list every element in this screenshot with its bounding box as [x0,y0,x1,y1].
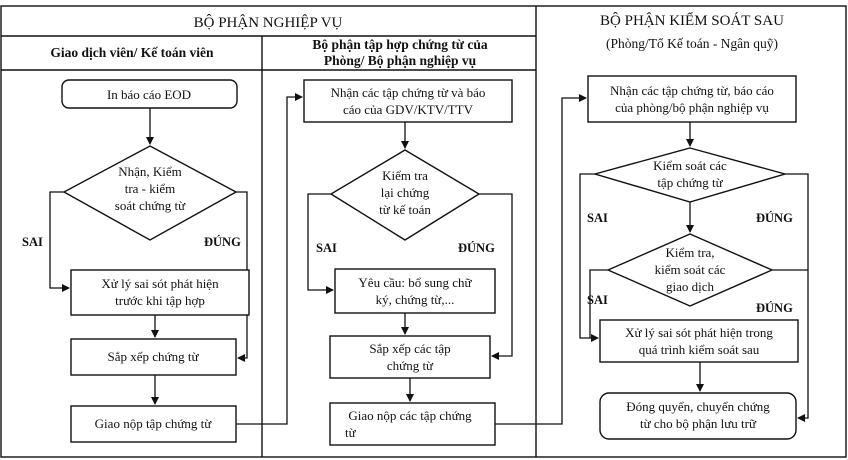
col1-sort-box [70,338,237,376]
col1-fix-line1: Xử lý sai sót phát hiện [101,276,219,291]
col3-receive-line1: Nhận các tập chứng từ, báo cáo [610,83,774,98]
col2-sort-box [329,335,491,379]
col1-sort-text: Sắp xếp chứng từ [108,349,200,364]
col3-yes-label1: ĐÚNG [756,211,793,225]
col2-request-line2: ký, chứng từ,... [376,292,455,307]
col3-no-label1: SAI [587,211,608,225]
col2-decision-line2: lại chứng [381,185,430,200]
col3-archive-line2: từ cho bộ phận lưu trữ [640,416,757,431]
col3-fix-box [599,319,799,363]
business-dept-header: BỘ PHẬN NGHIỆP VỤ [194,14,343,31]
col2-yes-label: ĐÚNG [458,241,495,255]
col1-decision-line1: Nhận, Kiểm [118,164,182,179]
col2-request-box [334,268,496,314]
col3-decision2-line2: kiểm soát các [655,262,726,277]
col1-fix-box [70,269,250,316]
col2-request-line1: Yêu cầu: bổ sung chữ [358,275,472,290]
col2-header-line2: Phòng/ Bộ phận nghiệp vụ [324,53,477,68]
col1-header: Giao dịch viên/ Kế toán viên [50,45,214,60]
col2-submit-line2: từ [345,425,357,440]
col3-decision1-line1: Kiểm soát các [653,158,727,173]
col3-archive-line1: Đóng quyển, chuyển chứng [626,399,770,414]
col2-receive-line1: Nhận các tập chứng từ và báo [331,85,486,100]
col1-submit-box [70,405,237,443]
outer-frame [0,5,847,458]
col1-decision [62,145,238,241]
col2-receive-line2: cáo của GDV/KTV/TTV [343,102,474,117]
col3-decision2-line1: Kiểm tra, [665,245,714,260]
col2-submit-box [329,402,496,446]
col2-sort-line2: chứng từ [387,358,434,373]
col1-decision-line2: tra - kiểm [125,181,176,196]
col3-decision1-line2: tập chứng từ [657,175,723,190]
col1-decision-line3: soát chứng từ [115,198,186,213]
col2-decision [329,149,481,241]
col3-decision2 [606,233,774,307]
col2-sort-line1: Sắp xếp các tập [369,341,450,356]
col3-decision2-line3: giao dịch [666,279,715,294]
col2-submit-line1: Giao nộp các tập chứng [348,408,472,423]
col2-no-label: SAI [316,241,337,255]
col3-receive-line2: của phòng/bộ phận nghiệp vụ [615,100,769,115]
col2-decision-line1: Kiểm tra [382,168,428,183]
col2-receive-box [303,79,513,123]
col3-yes-label2: ĐÚNG [756,301,793,315]
control-dept-subheader: (Phòng/Tổ Kế toán - Ngân quỹ) [606,36,778,51]
col3-receive-box [587,75,797,123]
col3-fix-line2: quá trình kiểm soát sau [639,342,760,357]
col1-no-label: SAI [22,235,43,249]
col2-header-line1: Bộ phận tập hợp chứng từ của [312,37,487,52]
col2-decision-line3: từ kế toán [379,202,431,217]
control-dept-header: BỘ PHẬN KIỂM SOÁT SAU [600,11,784,29]
col1-yes-label: ĐÚNG [204,235,241,249]
col3-fix-line1: Xử lý sai sót phát hiện trong [625,325,773,340]
col1-submit-text: Giao nộp tập chứng từ [95,416,213,431]
col3-no-label2: SAI [587,293,608,307]
col3-archive-box [599,392,797,440]
col1-fix-line2: trước khi tập hợp [115,293,205,308]
col1-start-text: In báo cáo EOD [107,87,191,102]
